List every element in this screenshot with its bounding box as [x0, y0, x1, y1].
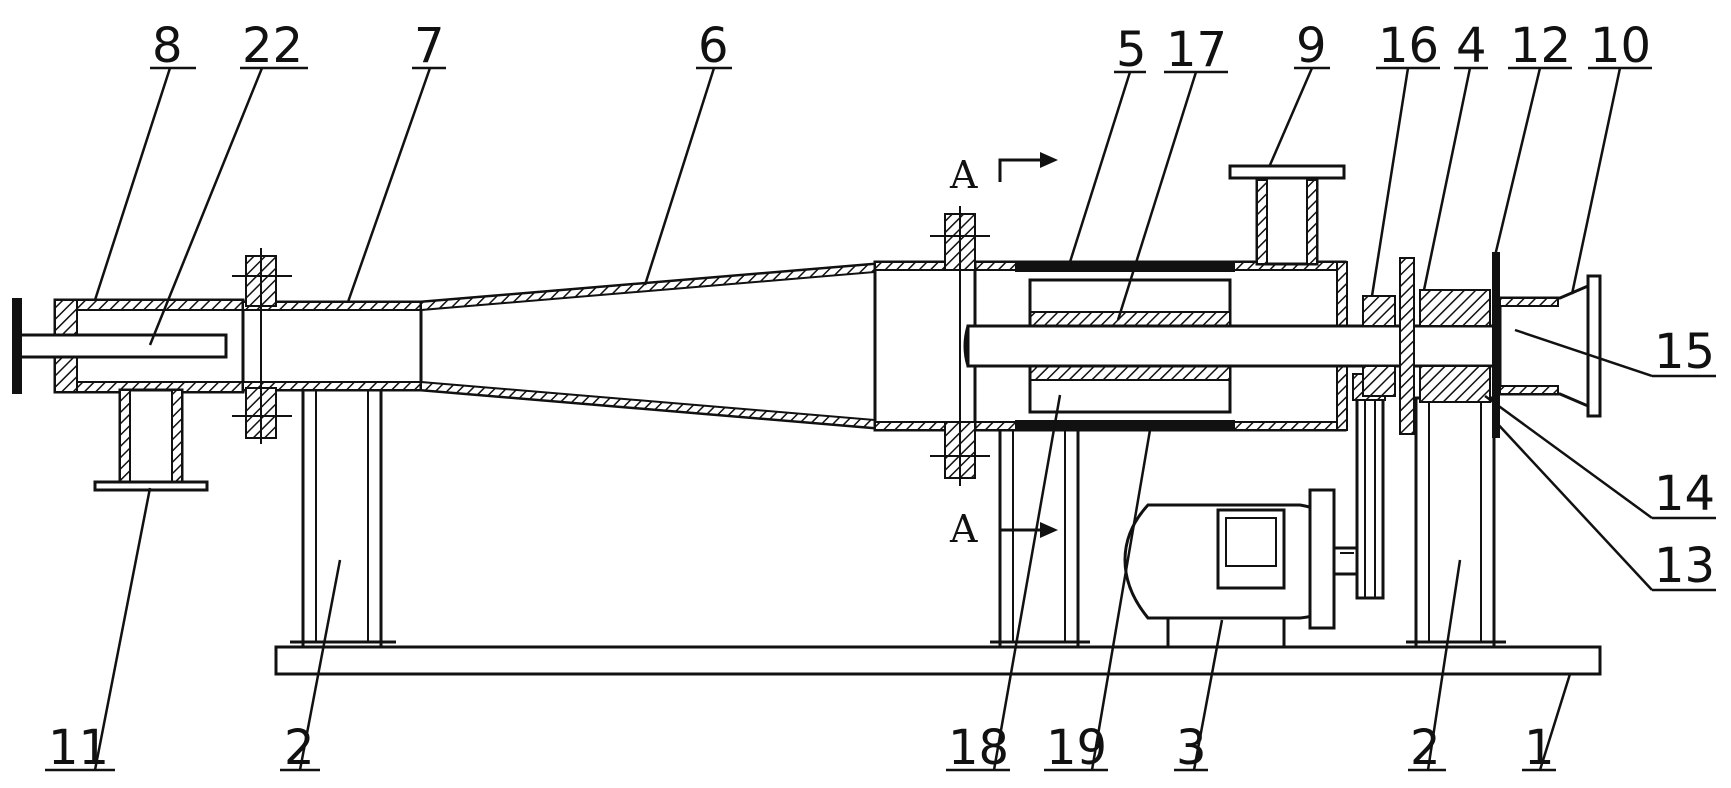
middle-support-leg — [990, 426, 1090, 649]
left-support-leg — [290, 388, 396, 649]
label-12: 12 — [1510, 18, 1571, 74]
part-labels: 8 22 7 6 5 17 9 16 4 12 10 15 14 13 11 2… — [48, 18, 1715, 776]
label-5: 5 — [1116, 22, 1147, 78]
motor — [1123, 488, 1360, 649]
label-7: 7 — [414, 18, 445, 74]
label-4: 4 — [1456, 18, 1487, 74]
belt-drive — [1352, 373, 1386, 600]
right-support-leg — [1406, 396, 1506, 649]
label-8: 8 — [152, 18, 183, 74]
outlet-pipe — [1228, 164, 1346, 266]
label-1: 1 — [1524, 720, 1555, 776]
label-2-right: 2 — [1410, 720, 1441, 776]
section-mark-top: A — [949, 152, 1058, 197]
screen-top — [1015, 262, 1235, 272]
label-15: 15 — [1654, 324, 1715, 380]
left-flange — [232, 248, 292, 444]
label-19: 19 — [1046, 720, 1107, 776]
label-16: 16 — [1378, 18, 1439, 74]
label-2-left: 2 — [284, 720, 315, 776]
axial-rod — [12, 298, 228, 394]
label-13: 13 — [1654, 538, 1715, 594]
middle-flange — [930, 206, 990, 486]
bearing-housing — [1362, 252, 1500, 438]
straight-tube — [241, 300, 423, 392]
label-18: 18 — [948, 720, 1009, 776]
label-22: 22 — [242, 18, 303, 74]
section-letter-top: A — [949, 153, 978, 197]
shaft — [963, 324, 1520, 368]
conical-tube — [419, 262, 877, 430]
label-3: 3 — [1176, 720, 1207, 776]
screen-bottom — [1015, 420, 1235, 430]
label-11: 11 — [48, 720, 109, 776]
base-plate — [274, 645, 1602, 676]
label-6: 6 — [698, 18, 729, 74]
right-end-outlet — [1498, 274, 1602, 418]
section-letter-bottom: A — [949, 507, 978, 551]
left-end-chamber — [53, 298, 245, 492]
section-mark-bottom: A — [949, 506, 1058, 551]
leader-lines — [45, 66, 1716, 772]
label-10: 10 — [1590, 18, 1651, 74]
label-14: 14 — [1654, 466, 1715, 522]
label-17: 17 — [1166, 22, 1227, 78]
label-9: 9 — [1296, 18, 1327, 74]
